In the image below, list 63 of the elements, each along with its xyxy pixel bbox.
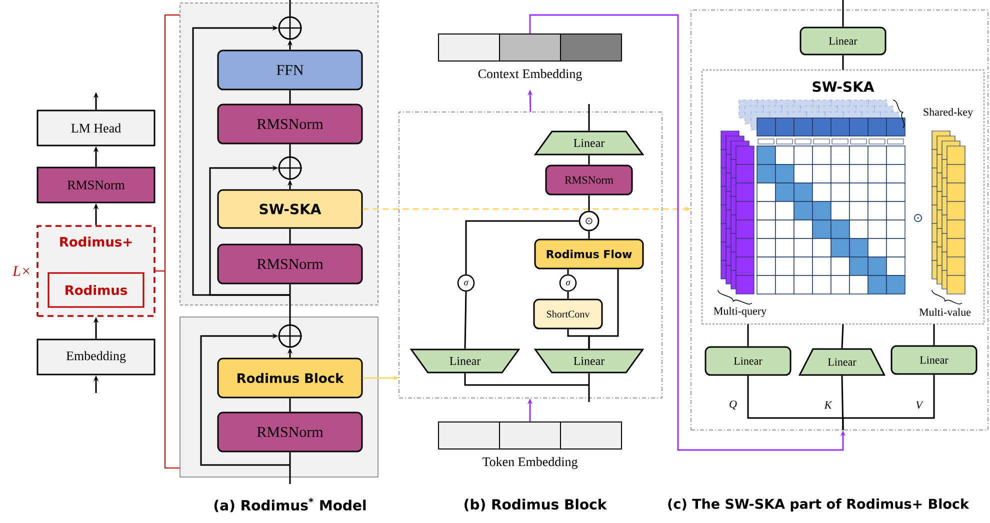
connector-line — [841, 376, 844, 430]
connector-line — [747, 324, 749, 346]
add-circle — [278, 156, 302, 180]
attention-box: SW-SKA — [217, 189, 363, 229]
connector-line — [588, 155, 590, 165]
arrow — [209, 165, 290, 296]
embedding-bar: Context Embedding — [438, 34, 622, 81]
connector-line — [567, 292, 569, 299]
connector-line — [747, 376, 844, 430]
linear-box: Linear — [800, 26, 886, 56]
embedding-bar: Token Embedding — [438, 422, 622, 469]
edge-label: Q — [728, 399, 738, 411]
connector-line — [842, 55, 844, 70]
annotation-text: Multi-query — [714, 307, 767, 317]
connector-line — [289, 90, 291, 104]
connector-line — [933, 324, 935, 346]
model-box: Rodimus — [48, 272, 144, 308]
add-circle — [278, 16, 302, 40]
norm-box: RMSNorm — [545, 164, 633, 196]
block-box: Rodimus Block — [217, 358, 363, 398]
norm-box: RMSNorm — [217, 244, 363, 284]
add-circle — [278, 324, 302, 348]
norm-box: RMSNorm — [217, 412, 363, 452]
connector-line — [588, 104, 590, 131]
connector-line — [588, 195, 590, 211]
subfigure-caption: (a) Rodimus$^{*}$ Model — [214, 498, 366, 512]
annotation-text: Shared-key — [924, 108, 974, 118]
linear-box: Linear — [890, 345, 978, 375]
node-label: Context Embedding — [478, 69, 582, 81]
process-box: Embedding — [36, 338, 156, 376]
subfigure-caption: (b) Rodimus Block — [464, 498, 607, 512]
connector-line — [289, 228, 291, 244]
connector-line — [465, 220, 579, 274]
node-label: Token Embedding — [482, 457, 578, 469]
norm-box: RMSNorm — [36, 166, 156, 204]
annotation-text: ⊙ — [914, 214, 922, 222]
conv-box: ShortConv — [533, 298, 603, 330]
connector-line — [588, 231, 590, 239]
connector-line — [841, 324, 844, 348]
linear-trapezoid: Linear — [410, 348, 520, 374]
connector-line — [843, 374, 935, 419]
connector-line — [289, 144, 291, 156]
linear-trapezoid: Linear — [534, 348, 644, 374]
annotation-text: Multi-value — [919, 308, 971, 316]
connector-line — [289, 452, 291, 484]
connector-line — [588, 373, 590, 402]
connector-line — [289, 0, 291, 16]
connector-line — [588, 269, 619, 349]
connector-line — [464, 373, 589, 386]
ffn-box: FFN — [217, 50, 363, 90]
subfigure-caption: (c) The SW-SKA part of Rodimus+ Block — [668, 498, 970, 512]
process-box: LM Head — [36, 110, 156, 146]
flow-box: Rodimus Flow — [534, 238, 644, 270]
edge-label: V — [914, 400, 924, 410]
arrow — [200, 333, 290, 466]
connector-line — [842, 0, 844, 27]
connector-line — [464, 292, 467, 349]
connector-line — [289, 284, 291, 324]
connector-line — [567, 269, 569, 274]
edge-label: K — [823, 400, 833, 410]
connector-line — [289, 398, 291, 412]
norm-box: RMSNorm — [217, 104, 363, 144]
linear-box: Linear — [704, 346, 792, 376]
